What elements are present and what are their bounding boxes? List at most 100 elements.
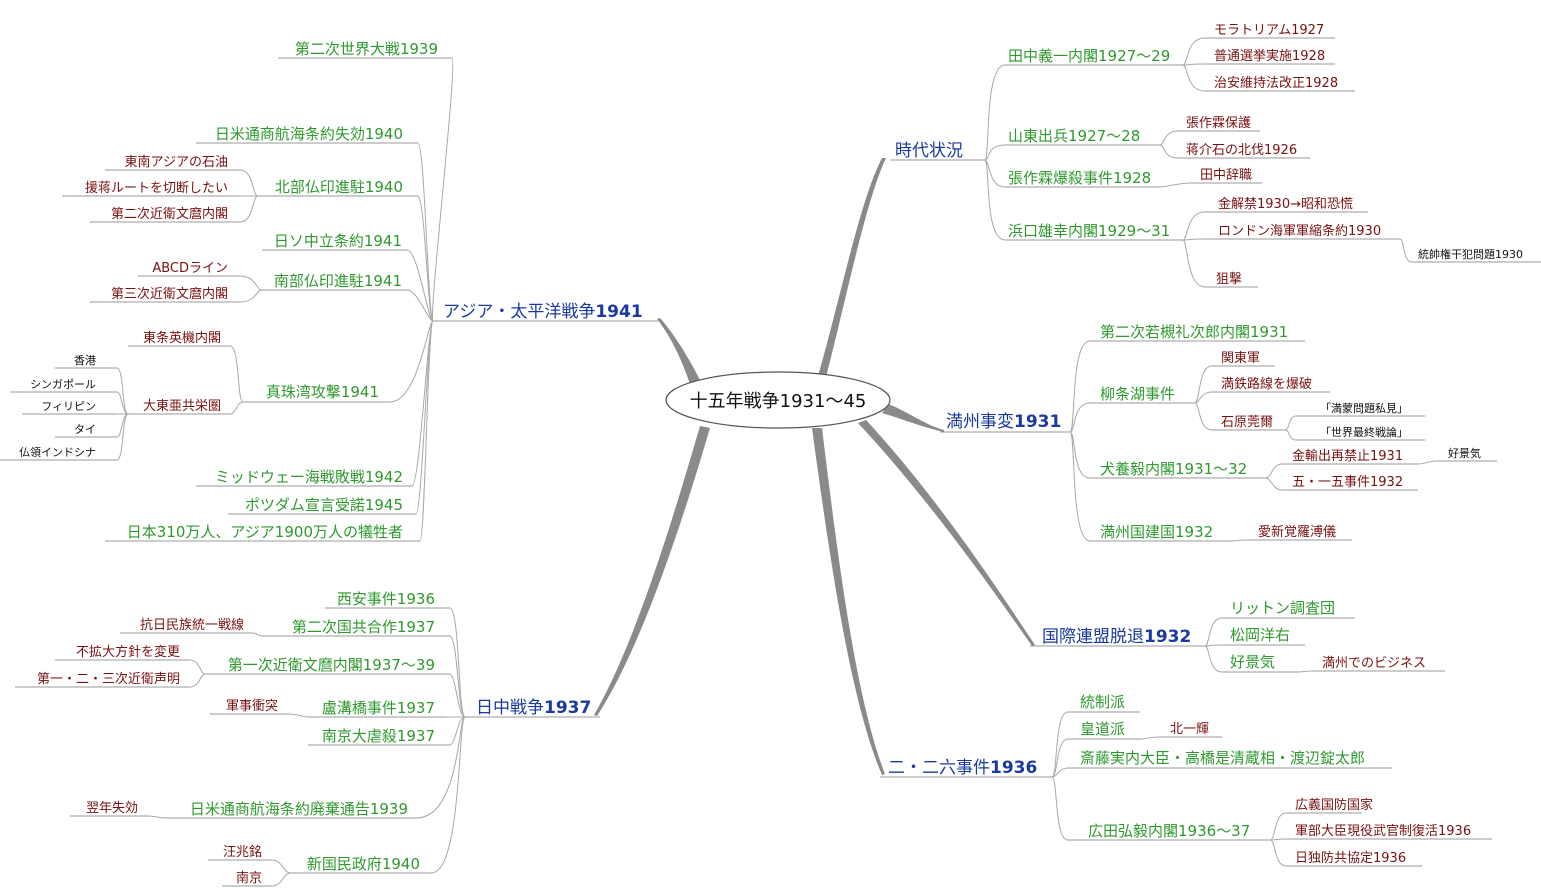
branch-t3 — [858, 420, 1035, 646]
leaf[interactable]: 援蒋ルートを切断したい — [62, 181, 240, 197]
node-shinkokumin[interactable]: 新国民政府1940 — [290, 855, 432, 874]
leaf[interactable]: 治安維持法改正1928 — [1205, 76, 1355, 92]
leaf[interactable]: 南京 — [222, 870, 272, 887]
node-ryujoko[interactable]: 柳条湖事件 — [1090, 385, 1195, 404]
leaf[interactable]: 好景気 — [1438, 446, 1497, 462]
svg-text:南京: 南京 — [236, 870, 262, 886]
node-kodoha[interactable]: 皇道派 — [1068, 720, 1140, 740]
svg-text:ポツダム宣言受諾1945: ポツダム宣言受諾1945 — [245, 496, 403, 514]
leaf[interactable]: 関東軍 — [1212, 350, 1275, 367]
leaf[interactable]: 金輸出再禁止1931 — [1282, 448, 1418, 465]
node-hamaguchi[interactable]: 浜口雄幸内閣1929～31 — [1005, 222, 1183, 241]
leaf[interactable]: 香港 — [55, 354, 117, 369]
node-nanbu[interactable]: 南部仏印進駐1941 — [262, 272, 407, 291]
leaf[interactable]: シンガポール — [10, 378, 117, 393]
node-potsdam[interactable]: ポツダム宣言受諾1945 — [228, 496, 416, 515]
node-shinjuwan[interactable]: 真珠湾攻撃1941 — [243, 383, 390, 403]
leaf[interactable]: 翌年失効 — [70, 801, 148, 817]
leaf[interactable]: 軍事衝突 — [210, 698, 288, 715]
svg-text:統制派: 統制派 — [1080, 693, 1125, 711]
node-hirota[interactable]: 広田弘毅内閣1936～37 — [1068, 822, 1270, 841]
leaf[interactable]: 日独防共協定1936 — [1286, 850, 1422, 867]
topic-jidai-jokyo[interactable]: 時代状況 — [890, 141, 985, 161]
leaf[interactable]: 第一・二・三次近衛声明 — [15, 671, 190, 688]
node-midway[interactable]: ミッドウェー海戦敗戦1942 — [196, 468, 412, 487]
leaf[interactable]: 普通選挙実施1928 — [1205, 48, 1335, 65]
svg-text:田中辞職: 田中辞職 — [1200, 168, 1252, 183]
node-bakusatsu[interactable]: 張作霖爆殺事件1928 — [1005, 169, 1160, 188]
leaf[interactable]: ABCDライン — [138, 261, 240, 277]
svg-text:広田弘毅内閣1936～37: 広田弘毅内閣1936～37 — [1088, 822, 1250, 840]
node-wwii[interactable]: 第二次世界大戦1939 — [278, 40, 452, 59]
svg-text:北一輝: 北一輝 — [1170, 722, 1209, 737]
node-giseisha[interactable]: 日本310万人、アジア1900万人の犠牲者 — [105, 523, 420, 542]
node-santo[interactable]: 山東出兵1927～28 — [1005, 127, 1160, 146]
topic-kokusai-renmei[interactable]: 国際連盟脱退1932 — [1030, 627, 1205, 647]
leaf[interactable]: 満鉄路線を爆破 — [1212, 376, 1330, 393]
node-matsuoka[interactable]: 松岡洋右 — [1222, 626, 1305, 646]
topic-nicchu-war[interactable]: 日中戦争1937 — [465, 698, 600, 718]
svg-text:日米通商航海条約廃棄通告1939: 日米通商航海条約廃棄通告1939 — [190, 800, 408, 818]
node-manshukoku[interactable]: 満州国建国1932 — [1090, 523, 1230, 542]
leaf[interactable]: モラトリアム1927 — [1205, 23, 1335, 39]
leaf[interactable]: ロンドン海軍軍縮条約1930 — [1205, 223, 1400, 240]
node-konoe1[interactable]: 第一次近衛文麿内閣1937～39 — [205, 656, 450, 675]
node-hokubu[interactable]: 北部仏印進駐1940 — [258, 178, 418, 197]
node-tanaka[interactable]: 田中義一内閣1927～29 — [1005, 47, 1183, 66]
node-lytton[interactable]: リットン調査団 — [1222, 599, 1355, 619]
leaf[interactable]: 「世界最終戦論」 — [1296, 425, 1425, 441]
leaf[interactable]: 第三次近衛文麿内閣 — [90, 286, 240, 303]
node-saito[interactable]: 斎藤実内大臣・高橋是清蔵相・渡辺錠太郎 — [1068, 749, 1392, 769]
svg-text:ミッドウェー海戦敗戦1942: ミッドウェー海戦敗戦1942 — [215, 468, 403, 486]
node-toseiha[interactable]: 統制派 — [1068, 693, 1140, 713]
node-kokeiki[interactable]: 好景気 — [1222, 653, 1298, 673]
leaf[interactable]: 統帥権干犯問題1930 — [1412, 247, 1541, 263]
leaf[interactable]: 北一輝 — [1160, 722, 1222, 738]
svg-text:好景気: 好景気 — [1448, 446, 1481, 460]
leaf[interactable]: 石原莞爾 — [1212, 415, 1285, 431]
svg-text:張作霖保護: 張作霖保護 — [1186, 115, 1251, 131]
node-nichibei-haiki[interactable]: 日米通商航海条約廃棄通告1939 — [165, 800, 418, 819]
leaf[interactable]: 第二次近衛文麿内閣 — [90, 206, 240, 223]
leaf[interactable]: 田中辞職 — [1190, 168, 1262, 184]
leaf[interactable]: 満州でのビジネス — [1312, 656, 1445, 672]
topic-manshu-jihen[interactable]: 満州事変1931 — [940, 412, 1070, 433]
leaf[interactable]: 軍部大臣現役武官制復活1936 — [1286, 823, 1492, 840]
node-nisso[interactable]: 日ソ中立条約1941 — [262, 232, 407, 251]
node-wakatsuki[interactable]: 第二次若槻礼次郎内閣1931 — [1090, 323, 1305, 342]
leaf[interactable]: 広義国防国家 — [1286, 797, 1373, 814]
node-rokokyo[interactable]: 盧溝橋事件1937 — [308, 699, 445, 718]
leaf[interactable]: 蒋介石の北伐1926 — [1178, 143, 1310, 159]
topic-niniroku[interactable]: 二・二六事件1936 — [880, 758, 1052, 778]
leaf[interactable]: 仏領インドシナ — [0, 445, 117, 461]
leaf[interactable]: 汪兆銘 — [208, 845, 272, 861]
svg-text:関東軍: 関東軍 — [1221, 350, 1260, 366]
topic-asia-pacific-war[interactable]: アジア・太平洋戦争1941 — [433, 302, 660, 322]
svg-text:真珠湾攻撃1941: 真珠湾攻撃1941 — [266, 383, 379, 401]
leaf[interactable]: 金解禁1930→昭和恐慌 — [1205, 196, 1368, 213]
svg-text:大東亜共栄圏: 大東亜共栄圏 — [143, 398, 221, 414]
leaf[interactable]: 張作霖保護 — [1178, 115, 1260, 132]
node-nanking[interactable]: 南京大虐殺1937 — [308, 727, 450, 746]
branch-t6 — [594, 426, 710, 716]
leaf[interactable]: 狙撃 — [1205, 271, 1258, 288]
leaf[interactable]: 不拡大方針を変更 — [55, 644, 190, 661]
leaf[interactable]: 「満蒙問題私見」 — [1296, 402, 1425, 417]
leaf[interactable]: 愛新覚羅溥儀 — [1248, 524, 1352, 541]
svg-text:満鉄路線を爆破: 満鉄路線を爆破 — [1221, 376, 1312, 392]
leaf[interactable]: 五・一五事件1932 — [1282, 475, 1418, 491]
leaf[interactable]: 抗日民族統一戦線 — [120, 617, 252, 634]
svg-text:五・一五事件1932: 五・一五事件1932 — [1292, 475, 1403, 490]
node-kokkyo[interactable]: 第二次国共合作1937 — [262, 618, 450, 637]
svg-text:仏領インドシナ: 仏領インドシナ — [19, 445, 96, 459]
root-node[interactable]: 十五年戦争1931～45 — [665, 371, 891, 429]
leaf[interactable]: 東条英機内閣 — [128, 330, 230, 347]
node-nichibei-shikko[interactable]: 日米通商航海条約失効1940 — [196, 125, 418, 144]
leaf[interactable]: 東南アジアの石油 — [105, 154, 240, 171]
leaf[interactable]: フィリピン — [22, 400, 117, 415]
node-seian[interactable]: 西安事件1936 — [325, 590, 450, 609]
leaf[interactable]: 大東亜共栄圏 — [128, 398, 230, 415]
svg-text:日ソ中立条約1941: 日ソ中立条約1941 — [274, 232, 402, 250]
node-inukai[interactable]: 犬養毅内閣1931～32 — [1090, 460, 1265, 479]
leaf[interactable]: タイ — [55, 423, 117, 438]
